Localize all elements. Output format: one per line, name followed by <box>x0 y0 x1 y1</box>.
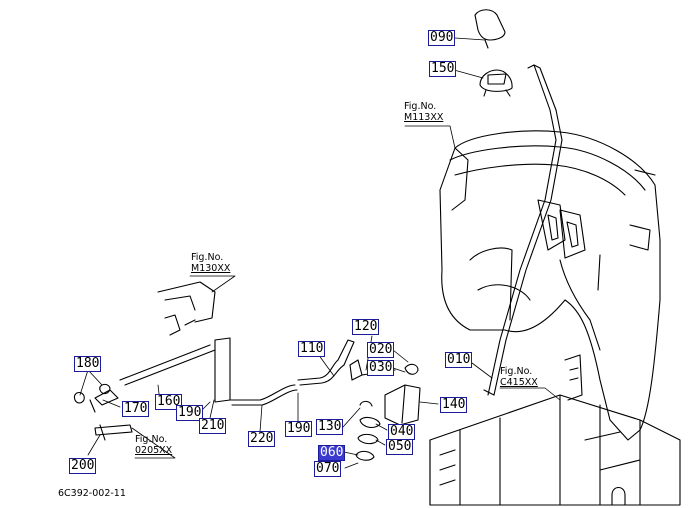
part-callout-090[interactable]: 090 <box>428 30 456 46</box>
figure-ref-m130xx[interactable]: Fig.No.M130XX <box>191 252 230 274</box>
figure-ref-prefix: Fig.No. <box>500 366 533 377</box>
figure-ref-number: C415XX <box>500 377 538 388</box>
figure-ref-0205xx[interactable]: Fig.No.0205XX <box>135 434 172 456</box>
part-callout-060[interactable]: 060 <box>318 445 346 461</box>
figure-ref-number: M130XX <box>191 263 231 274</box>
part-callout-210[interactable]: 210 <box>199 418 227 434</box>
part-callout-070[interactable]: 070 <box>314 461 342 477</box>
part-callout-190[interactable]: 190 <box>285 421 313 437</box>
part-callout-140[interactable]: 140 <box>440 397 468 413</box>
shift-lever-assembly <box>474 9 563 396</box>
part-callout-050[interactable]: 050 <box>386 439 414 455</box>
part-callout-120[interactable]: 120 <box>352 319 380 335</box>
part-callout-110[interactable]: 110 <box>298 341 326 357</box>
figure-ref-prefix: Fig.No. <box>404 101 437 112</box>
part-callout-220[interactable]: 220 <box>248 431 276 447</box>
part-callout-190[interactable]: 190 <box>176 405 204 421</box>
part-callout-030[interactable]: 030 <box>367 360 395 376</box>
part-callout-130[interactable]: 130 <box>316 419 344 435</box>
figure-ref-m113xx[interactable]: Fig.No.M113XX <box>404 101 443 123</box>
seat-cover <box>439 130 661 441</box>
part-callout-180[interactable]: 180 <box>74 356 102 372</box>
leader-lines <box>79 37 561 469</box>
drawing-code: 6C392-002-11 <box>58 488 126 499</box>
figure-ref-prefix: Fig.No. <box>191 252 224 263</box>
part-callout-200[interactable]: 200 <box>69 458 97 474</box>
part-callout-150[interactable]: 150 <box>429 61 457 77</box>
part-callout-040[interactable]: 040 <box>388 424 416 440</box>
part-callout-170[interactable]: 170 <box>122 401 150 417</box>
part-callout-160[interactable]: 160 <box>155 394 183 410</box>
figure-ref-number: M113XX <box>404 112 444 123</box>
center-bracket-assembly <box>355 363 421 461</box>
frame <box>429 354 681 506</box>
figure-ref-prefix: Fig.No. <box>135 434 168 445</box>
part-callout-010[interactable]: 010 <box>445 352 473 368</box>
figure-ref-number: 0205XX <box>135 445 173 456</box>
figure-ref-c415xx[interactable]: Fig.No.C415XX <box>500 366 538 388</box>
part-callout-020[interactable]: 020 <box>367 342 395 358</box>
